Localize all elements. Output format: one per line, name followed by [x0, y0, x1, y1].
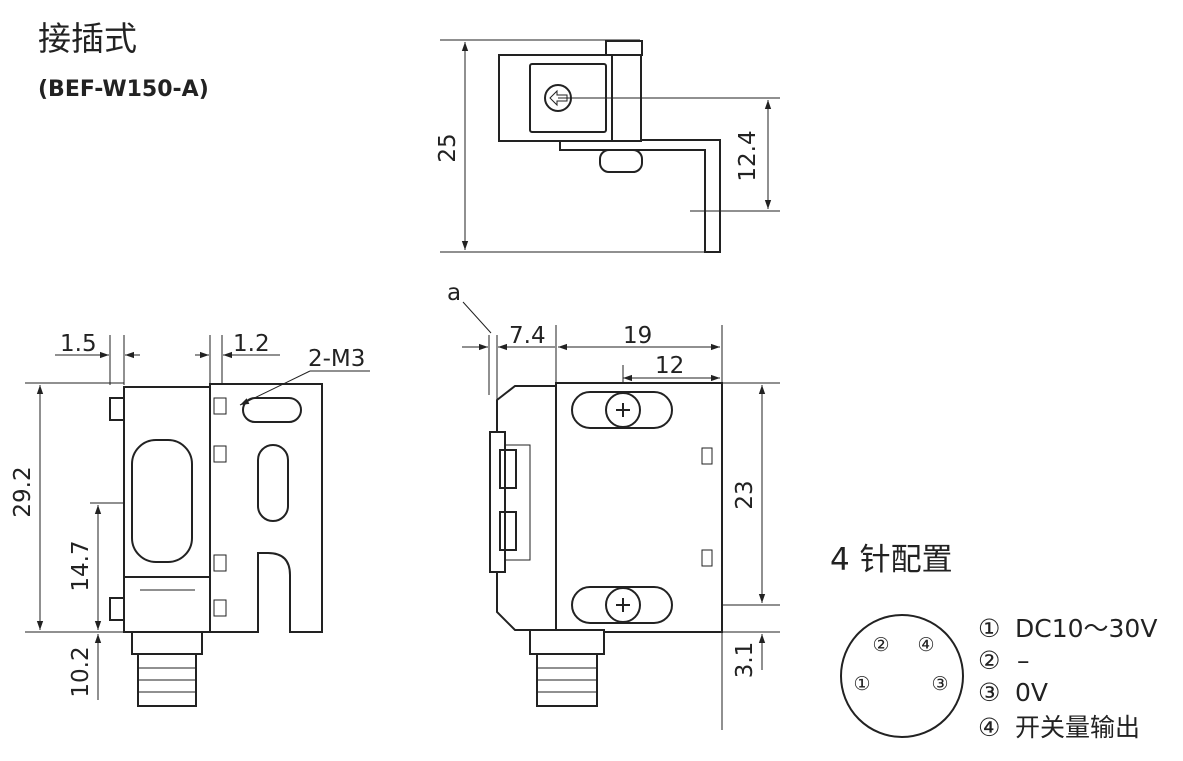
side-width-label: 19: [623, 323, 652, 349]
side-hole-pitch-label: 12: [655, 353, 684, 379]
pin-2-num: ②: [978, 646, 1000, 675]
top-height-label: 25: [435, 133, 461, 162]
side-height-label: 23: [732, 480, 758, 509]
pin-1-marker: ①: [853, 673, 870, 695]
pin-2-label: –: [1017, 646, 1030, 675]
side-bottom-label: 3.1: [732, 642, 758, 679]
side-a-gap-label: 7.4: [509, 323, 546, 349]
model-number: (BEF-W150-A): [38, 77, 209, 102]
pin-3-label: 0V: [1015, 678, 1048, 707]
front-offset-right-label: 1.2: [233, 331, 270, 357]
callout-a-label: a: [447, 280, 461, 306]
mounting-bracket: [209, 383, 323, 633]
pin-2-marker: ②: [872, 634, 889, 656]
side-view: [462, 301, 780, 730]
front-connector-label: 10.2: [68, 646, 94, 697]
front-view: [25, 335, 370, 707]
pinout-title: 4 针配置: [830, 542, 953, 578]
top-axis-label: 12.4: [735, 130, 761, 181]
pin-4-label: 开关量输出: [1015, 713, 1140, 742]
pin-3-marker: ③: [931, 673, 948, 695]
pin-1-label: DC10～30V: [1015, 614, 1157, 643]
pin-4-marker: ④: [917, 634, 934, 656]
sensor-body-front: [123, 386, 211, 633]
front-axis-label: 14.7: [68, 540, 94, 591]
page-title: 接插式: [38, 19, 137, 58]
pin-3-num: ③: [978, 678, 1000, 707]
front-height-label: 29.2: [10, 466, 36, 517]
top-view: [440, 39, 780, 253]
pinout-connector-face: [840, 614, 964, 738]
mount-holes-label: 2-M3: [308, 346, 365, 372]
pin-1-num: ①: [978, 614, 1000, 643]
pin-4-num: ④: [978, 713, 1000, 742]
front-offset-left-label: 1.5: [60, 331, 97, 357]
